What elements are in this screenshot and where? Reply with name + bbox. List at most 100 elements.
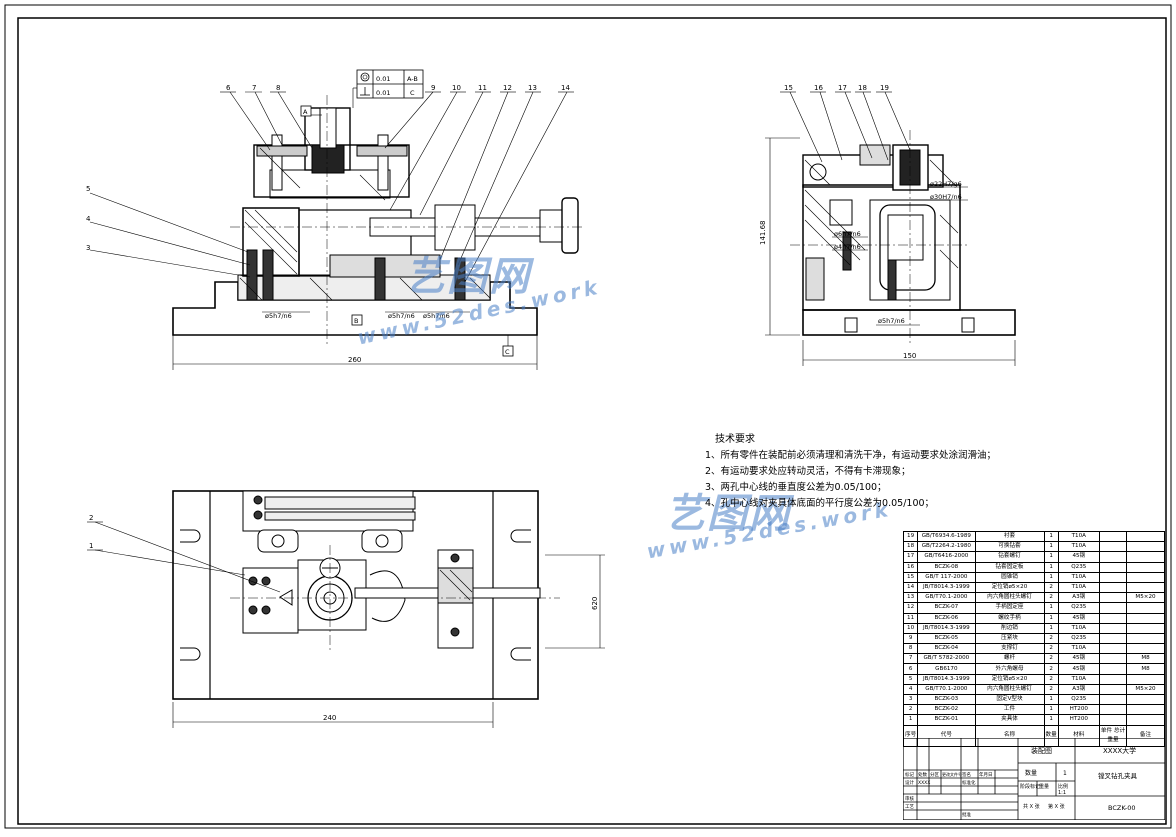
bom-cell-code: JB/T8014.3-1999 xyxy=(917,581,976,594)
bom-cell-code: BCZK-07 xyxy=(917,602,976,614)
qty-value: 1 xyxy=(1063,770,1067,777)
bom-cell-no: 14 xyxy=(902,581,919,594)
bom-cell-mat: Q235 xyxy=(1057,602,1100,614)
bom-cell-note xyxy=(1126,632,1165,645)
front-view-labels: 6 7 8 9 10 11 12 13 14 5 4 3 0.01 A-B 0.… xyxy=(86,75,570,364)
dimension-width: 620 xyxy=(591,597,599,610)
label-11: 11 xyxy=(478,84,487,92)
tb-row-label: 签名 xyxy=(962,771,971,778)
dimension-150: 150 xyxy=(903,352,916,360)
tb-row-label: 审核 xyxy=(905,795,914,802)
bom-cell-code: GB6170 xyxy=(917,663,976,675)
label-18: 18 xyxy=(858,84,867,92)
side-view xyxy=(765,91,1016,366)
fit-label: ø30H7/n6 xyxy=(930,193,962,201)
bom-cell-mat: 45钢 xyxy=(1057,612,1100,624)
label-3: 3 xyxy=(86,244,90,252)
bom-cell-mat: HT200 xyxy=(1057,704,1100,716)
bom-cell-qty: 2 xyxy=(1043,663,1059,675)
bom-header-note: 备注 xyxy=(1126,724,1165,747)
bom-cell-no: 7 xyxy=(902,653,919,665)
bom-cell-weight xyxy=(1098,643,1128,655)
label-1: 1 xyxy=(89,542,93,550)
bom-cell-qty: 1 xyxy=(1043,704,1059,716)
bom-cell-mat: T10A xyxy=(1057,581,1100,594)
bom-header-material: 材料 xyxy=(1057,724,1100,747)
bom-cell-qty: 1 xyxy=(1043,714,1059,726)
bom-cell-code: JB/T8014.3-1999 xyxy=(917,673,976,685)
bom-cell-name: 外六角螺母 xyxy=(974,663,1045,675)
part-name: 镗叉钻孔夹具 xyxy=(1098,771,1138,780)
bom-cell-qty: 1 xyxy=(1043,571,1059,583)
bom-cell-code: BCZK-04 xyxy=(917,643,976,655)
tech-requirement-item: 4、孔中心线对夹具体底面的平行度公差为0.05/100； xyxy=(705,498,935,509)
tolerance-ref-1: A-B xyxy=(407,75,418,83)
bom-cell-code: BCZK-05 xyxy=(917,632,976,645)
bom-cell-mat: T10A xyxy=(1057,673,1100,685)
bom-cell-no: 18 xyxy=(902,541,919,553)
tb-row-label: 工艺 xyxy=(905,804,914,810)
fit-label: ø5h7/n6 xyxy=(265,312,292,320)
bom-cell-mat: T10A xyxy=(1057,643,1100,655)
bom-cell-code: GB/T6934.6-1989 xyxy=(917,530,976,543)
bom-cell-weight xyxy=(1098,592,1128,604)
fit-label: ø5h7/n6 xyxy=(423,312,450,320)
bom-cell-no: 12 xyxy=(902,602,919,614)
bom-cell-weight xyxy=(1098,704,1128,716)
bom-cell-qty: 2 xyxy=(1043,632,1059,645)
bom-cell-mat: 45钢 xyxy=(1057,653,1100,665)
tb-row-label: 处数 xyxy=(918,771,927,778)
bom-cell-note xyxy=(1126,530,1165,543)
label-16: 16 xyxy=(814,84,823,92)
tech-requirements: 技术要求 1、所有零件在装配前必须清理和清洗干净，有运动要求处涂润滑油； 2、有… xyxy=(705,432,1035,512)
bom-cell-no: 10 xyxy=(902,622,919,634)
bom-cell-qty: 2 xyxy=(1043,592,1059,604)
bom-cell-weight xyxy=(1098,581,1128,594)
bom-cell-mat: Q235 xyxy=(1057,561,1100,573)
sheet-current: 第 X 张 xyxy=(1048,803,1065,810)
bom-cell-name: 圆锥销 xyxy=(974,571,1045,583)
bom-cell-code: BCZK-06 xyxy=(917,612,976,624)
bom-cell-note xyxy=(1126,602,1165,614)
fit-label: ø22H7/g6 xyxy=(930,180,962,188)
bom-cell-code: GB/T70.1-2000 xyxy=(917,592,976,604)
scale-label: 比例 xyxy=(1058,783,1068,790)
bom-cell-code: BCZK-01 xyxy=(917,714,976,726)
bom-cell-name: 削边销 xyxy=(974,622,1045,634)
bom-cell-weight xyxy=(1098,714,1128,726)
bom-cell-mat: HT200 xyxy=(1057,714,1100,726)
label-12: 12 xyxy=(503,84,512,92)
bom-cell-name: 螺杆 xyxy=(974,653,1045,665)
bom-cell-code: BCZK-08 xyxy=(917,561,976,573)
label-4: 4 xyxy=(86,215,91,223)
tech-requirements-title: 技术要求 xyxy=(715,434,755,445)
bom-cell-name: 定位销ø5×20 xyxy=(974,673,1045,685)
bom-cell-mat: Q235 xyxy=(1057,693,1100,706)
label-15: 15 xyxy=(784,84,793,92)
bom-cell-name: 内六角圆柱头螺钉 xyxy=(974,592,1045,604)
bom-cell-qty: 2 xyxy=(1043,581,1059,594)
label-5: 5 xyxy=(86,185,90,193)
bom-cell-mat: A3钢 xyxy=(1057,683,1100,696)
stage-label: 阶段标记 xyxy=(1020,783,1040,790)
bom-cell-note xyxy=(1126,643,1165,655)
tb-row-label: 标记 xyxy=(905,771,914,778)
bom-cell-no: 6 xyxy=(902,663,919,675)
bom-cell-name: 可换钻套 xyxy=(974,541,1045,553)
tolerance-value-2: 0.01 xyxy=(376,89,390,97)
bom-cell-weight xyxy=(1098,663,1128,675)
label-13: 13 xyxy=(528,84,537,92)
top-view xyxy=(87,490,605,728)
tb-row-label: 年月日 xyxy=(979,771,993,778)
bom-cell-no: 16 xyxy=(902,561,919,573)
bom-cell-no: 19 xyxy=(902,530,919,543)
bom-cell-mat: T10A xyxy=(1057,530,1100,543)
bom-cell-name: 内六角圆柱头螺钉 xyxy=(974,683,1045,696)
